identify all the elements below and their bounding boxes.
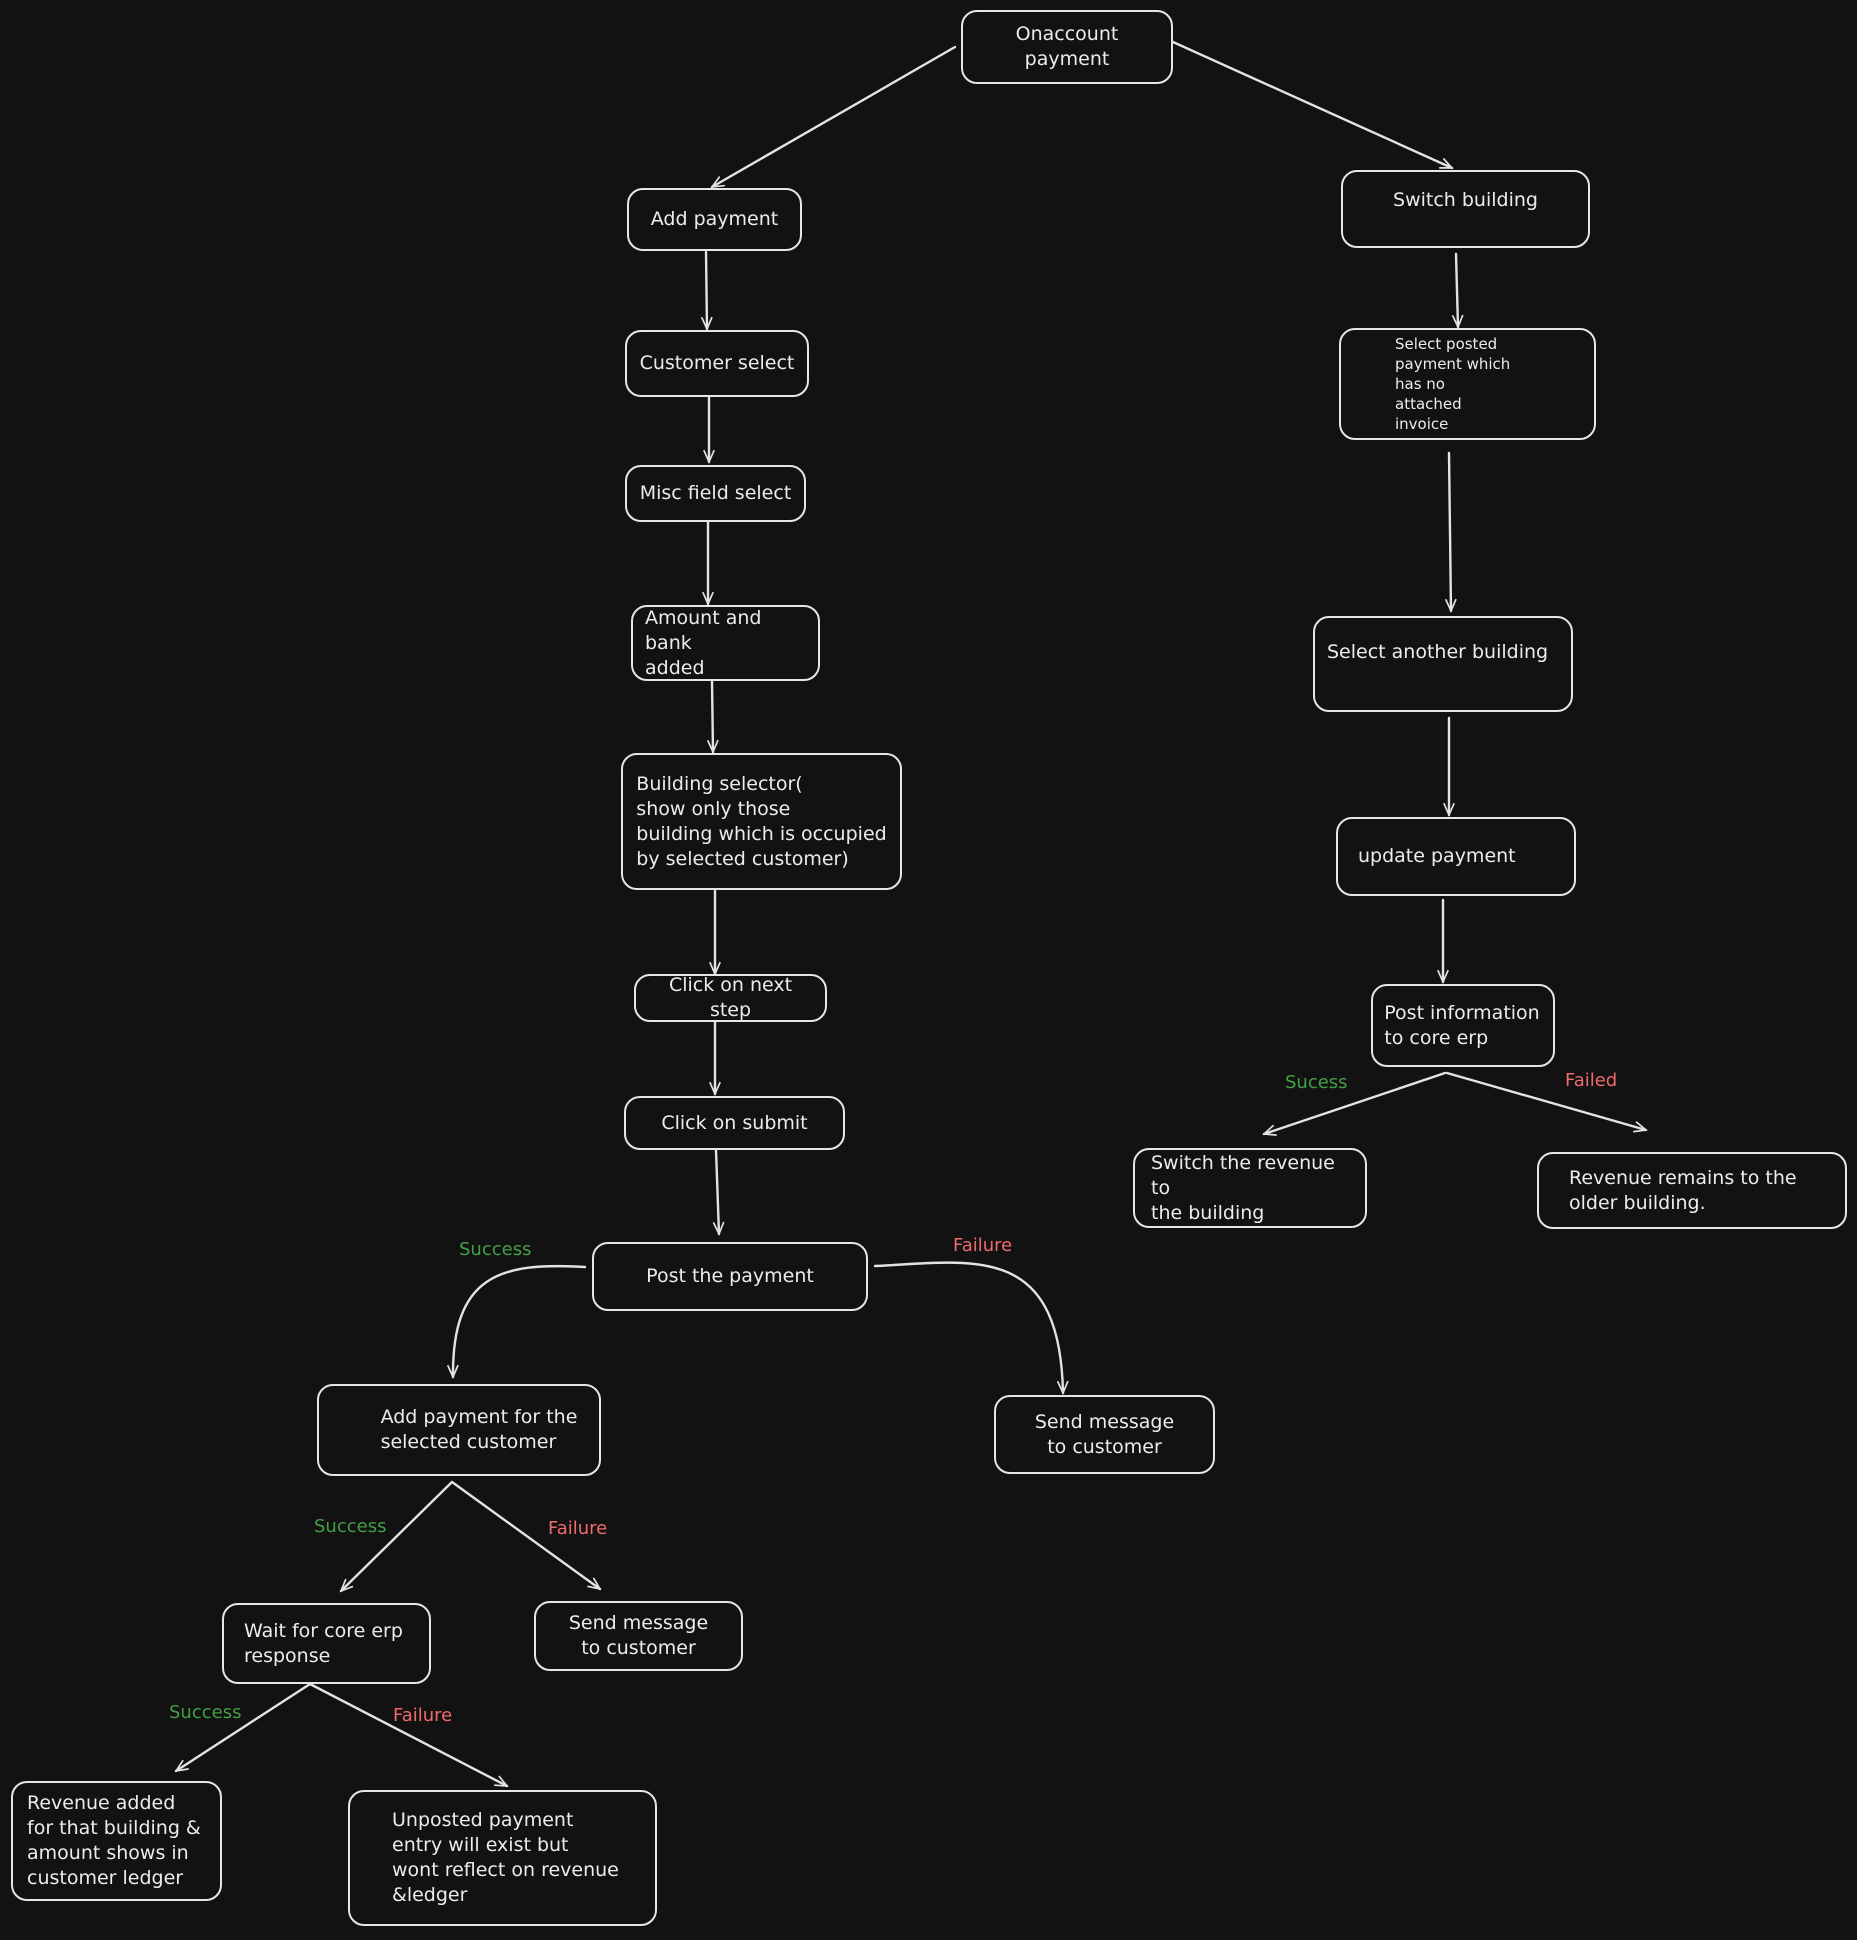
- node-onaccount-payment: Onaccount payment: [961, 10, 1173, 84]
- edge-post-success: [453, 1264, 587, 1377]
- edge-onaccount-switch: [1171, 40, 1452, 170]
- node-click-submit: Click on submit: [624, 1096, 845, 1150]
- edge-post-failure: [873, 1261, 1063, 1393]
- node-add-payment-customer: Add payment for the selected customer: [317, 1384, 601, 1476]
- edge-wait-failure: [308, 1682, 507, 1788]
- label-post-success: Success: [459, 1239, 532, 1260]
- edge-wait-success: [176, 1682, 312, 1773]
- label-erp-success: Sucess: [1285, 1072, 1348, 1093]
- edge-addpayment-customer: [706, 250, 707, 329]
- edge-addcustomer-failure: [450, 1480, 600, 1589]
- label-add-success: Success: [314, 1516, 387, 1537]
- label-erp-failed: Failed: [1565, 1070, 1618, 1091]
- edge-submit-post: [716, 1148, 719, 1234]
- node-post-payment: Post the payment: [592, 1242, 868, 1311]
- node-select-another-building: Select another building: [1313, 616, 1573, 712]
- node-send-message-1: Send message to customer: [994, 1395, 1215, 1474]
- node-switch-revenue: Switch the revenue to the building: [1133, 1148, 1367, 1228]
- node-amount-bank: Amount and bank added: [631, 605, 820, 681]
- node-select-posted-payment: Select posted payment which has no attac…: [1339, 328, 1596, 440]
- edge-addcustomer-success: [341, 1480, 454, 1591]
- node-misc-field-select: Misc field select: [625, 465, 806, 522]
- edge-switch-selectposted: [1456, 252, 1458, 327]
- node-building-selector: Building selector( show only those build…: [621, 753, 902, 890]
- label-post-failure: Failure: [953, 1235, 1013, 1256]
- edge-onaccount-addpayment: [712, 45, 957, 189]
- node-post-information: Post information to core erp: [1371, 984, 1555, 1067]
- node-customer-select: Customer select: [625, 330, 809, 397]
- node-revenue-added: Revenue added for that building & amount…: [11, 1781, 222, 1901]
- edge-selectposted-another: [1449, 451, 1451, 611]
- label-add-failure: Failure: [548, 1518, 608, 1539]
- node-unposted-payment: Unposted payment entry will exist but wo…: [348, 1790, 657, 1926]
- edge-amount-building: [712, 679, 713, 752]
- edge-postinfo-success: [1264, 1071, 1447, 1134]
- node-switch-building: Switch building: [1341, 170, 1590, 248]
- label-wait-success: Success: [169, 1702, 242, 1723]
- node-add-payment: Add payment: [627, 188, 802, 251]
- node-click-next-step: Click on next step: [634, 974, 827, 1022]
- node-send-message-2: Send message to customer: [534, 1601, 743, 1671]
- node-wait-core-erp: Wait for core erp response: [222, 1603, 431, 1684]
- node-revenue-remains: Revenue remains to the older building.: [1537, 1152, 1847, 1229]
- edge-postinfo-failed: [1445, 1071, 1646, 1130]
- label-wait-failure: Failure: [393, 1705, 453, 1726]
- node-update-payment: update payment: [1336, 817, 1576, 896]
